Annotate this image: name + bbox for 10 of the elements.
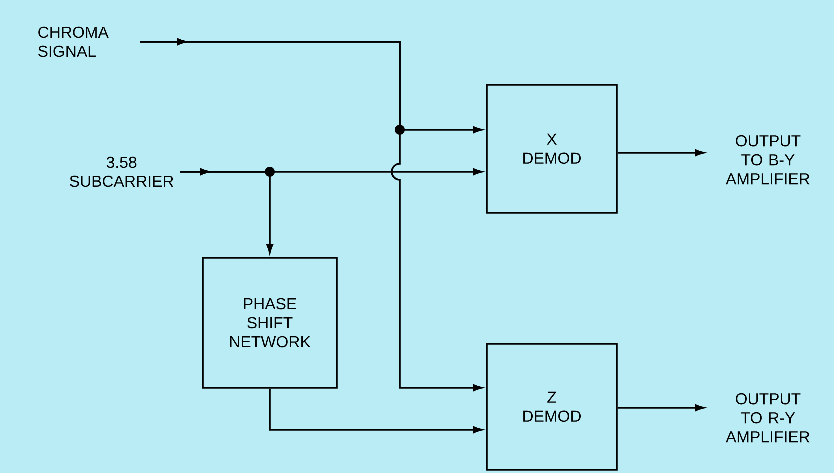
block-box: Z DEMOD	[486, 343, 618, 471]
signal-label: OUTPUT TO B-Y AMPLIFIER	[726, 135, 810, 185]
arrow	[269, 388, 483, 434]
signal-label: 3.58 SUBCARRIER	[70, 156, 174, 188]
arrow	[140, 38, 483, 392]
block-box: PHASE SHIFT NETWORK	[202, 257, 338, 389]
arrow	[180, 168, 274, 254]
block-box: X DEMOD	[486, 84, 618, 214]
signal-label: CHROMA SIGNAL	[38, 26, 109, 58]
signal-label: OUTPUT TO R-Y AMPLIFIER	[726, 393, 810, 443]
